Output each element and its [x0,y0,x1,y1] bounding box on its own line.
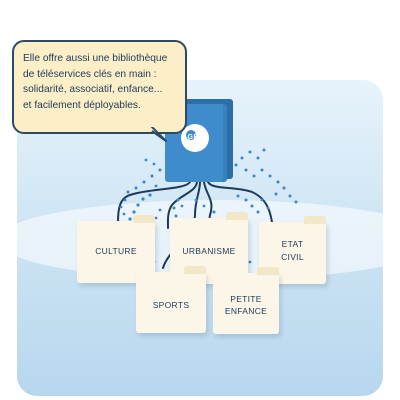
connector-culture [117,181,191,223]
speech-bubble: Elle offre aussi une bibliothèque de tél… [12,40,187,134]
folder-petite-enfance[interactable]: PETITE ENFANCE [213,267,279,334]
folder-label: PETITE [230,294,262,304]
logo-top-text: GRU [187,134,205,141]
folder-sports[interactable]: SPORTS [136,266,206,333]
bubble-line: et facilement déployables. [23,99,141,111]
bubble-line: Elle offre aussi une bibliothèque [23,53,168,64]
folder-label: CULTURE [95,246,137,256]
folder-label: SPORTS [152,300,190,310]
bubble-line: solidarité, associatif, enfance... [23,84,163,96]
speech-bubble-tail [150,125,167,142]
connector-etat-civil [207,181,273,223]
logo-bottom-text: Forum [185,144,207,150]
folder-label: ENFANCE [224,306,268,316]
folder-label: URBANISME [182,246,236,256]
connector-urbanisme [166,181,198,229]
gru-logo-icon [181,124,209,152]
bubble-line: de téléservices clés en main : [23,68,157,80]
folder-label: ETAT [281,239,304,249]
folder-label: CIVIL [281,252,304,262]
